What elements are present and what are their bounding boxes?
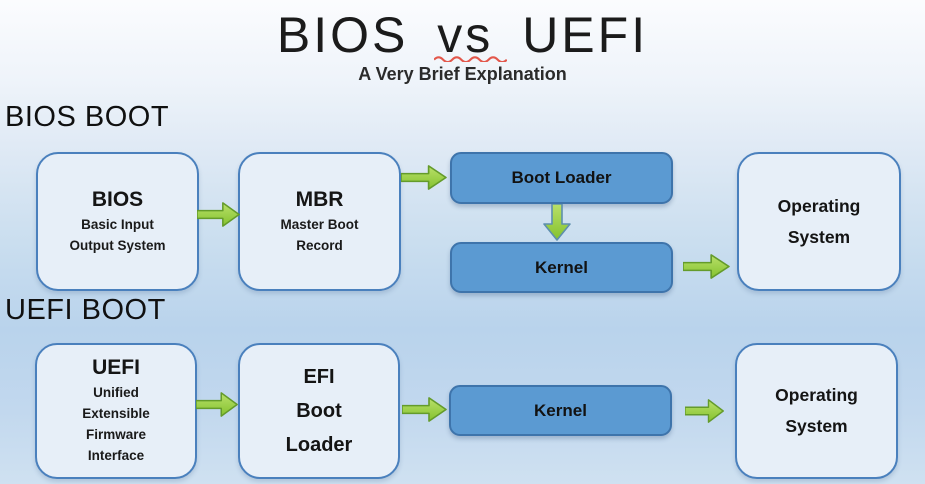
bios-node: BIOS Basic Input Output System — [36, 152, 199, 291]
arrow-bios-to-mbr-icon — [197, 202, 240, 227]
spellcheck-squiggle-icon — [434, 56, 508, 62]
uefi-os-label: Operating System — [775, 385, 858, 436]
page-subtitle: A Very Brief Explanation — [358, 64, 567, 84]
mbr-node: MBR Master Boot Record — [238, 152, 401, 291]
bios-node-subtitle: Basic Input Output System — [69, 217, 166, 253]
bios-kernel-label: Kernel — [535, 257, 588, 277]
uefi-os-node: Operating System — [735, 343, 898, 479]
title-word-vs: vs — [434, 6, 508, 64]
arrow-kernel-to-os-icon — [683, 254, 730, 279]
mbr-node-subtitle: Master Boot Record — [280, 217, 359, 253]
bios-os-node: Operating System — [737, 152, 901, 291]
uefi-node-title: UEFI — [92, 356, 140, 380]
uefi-kernel-node: Kernel — [449, 385, 672, 436]
boot-loader-node: Boot Loader — [450, 152, 673, 204]
boot-loader-label: Boot Loader — [511, 168, 612, 187]
arrow-uefi-kernel-to-os-icon — [685, 399, 724, 423]
uefi-kernel-label: Kernel — [534, 400, 587, 420]
mbr-node-title: MBR — [295, 188, 344, 212]
uefi-node-subtitle: Unified Extensible Firmware Interface — [82, 385, 150, 464]
uefi-boot-heading: UEFI BOOT — [5, 294, 166, 326]
arrow-bootloader-to-kernel-icon — [543, 204, 571, 241]
arrow-efi-to-kernel-icon — [402, 397, 447, 422]
efi-boot-loader-node: EFI Boot Loader — [238, 343, 400, 479]
uefi-node: UEFI Unified Extensible Firmware Interfa… — [35, 343, 197, 479]
title-word-uefi: UEFI — [522, 7, 649, 63]
title-word-bios: BIOS — [276, 7, 409, 63]
page-title: BIOS vs UEFI — [0, 6, 925, 64]
title-vs-text: vs — [437, 7, 494, 63]
bios-node-title: BIOS — [91, 188, 144, 212]
bios-kernel-node: Kernel — [450, 242, 673, 293]
arrow-uefi-to-efi-icon — [196, 392, 238, 417]
efi-boot-loader-label: EFI Boot Loader — [285, 366, 353, 456]
bios-os-label: Operating System — [777, 195, 861, 247]
bios-boot-heading: BIOS BOOT — [5, 101, 170, 133]
arrow-mbr-to-bootloader-icon — [401, 165, 447, 190]
